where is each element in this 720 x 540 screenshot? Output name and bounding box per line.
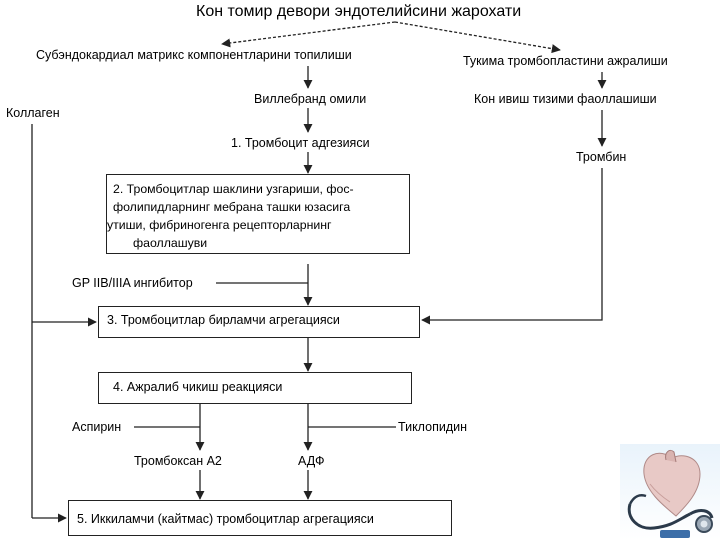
- release-reaction-label: 4. Ажралиб чикиш реакцияси: [113, 380, 283, 394]
- thrombin-to-aggregation-arrow: [421, 168, 603, 325]
- title-to-matrix-arrow: [221, 21, 396, 48]
- shape-change-line-2: фолипидларнинг мебрана ташки юзасига: [113, 200, 351, 214]
- release-reaction-box: 4. Ажралиб чикиш реакцияси: [98, 372, 412, 404]
- primary-aggregation-box: 3. Тромбоцитлар бирламчи агрегацияси: [98, 306, 420, 338]
- collagen-node: Коллаген: [6, 106, 60, 120]
- thromboplastin-node: Тукима тромбопластини ажралиши: [463, 54, 668, 68]
- diagram-title: Кон томир девори эндотелийсини жарохати: [196, 3, 522, 20]
- willebrand-node: Виллебранд омили: [254, 92, 367, 106]
- shape-change-line-1: 2. Тромбоцитлар шаклини узгариши, фос-: [113, 182, 354, 196]
- thrombin-node: Тромбин: [576, 150, 627, 164]
- adp-node: АДФ: [298, 454, 325, 468]
- heart-stethoscope-icon: [620, 444, 720, 540]
- shape-change-line-3: утиши, фибриногенга рецепторларнинг: [107, 218, 332, 232]
- shape-change-line-4: фаоллашуви: [133, 236, 208, 250]
- thromboxane-node: Тромбоксан А2: [134, 454, 222, 468]
- aspirin-node: Аспирин: [72, 420, 122, 434]
- secondary-aggregation-label: 5. Иккиламчи (кайтмас) тромбоцитлар агре…: [77, 512, 374, 526]
- ticlopidine-node: Тиклопидин: [398, 420, 467, 434]
- gp-inhibitor-node: GP IIB/IIIA ингибитор: [72, 276, 193, 290]
- adhesion-node: 1. Тромбоцит адгезияси: [231, 136, 370, 150]
- primary-aggregation-label: 3. Тромбоцитлар бирламчи агрегацияси: [107, 313, 340, 327]
- title-to-thromboplastin-arrow: [394, 21, 561, 54]
- matrix-node: Субэндокардиал матрикс компонентларини т…: [36, 48, 352, 62]
- shape-change-box: 2. Тромбоцитлар шаклини узгариши, фос- ф…: [106, 174, 410, 254]
- coagulation-node: Кон ивиш тизими фаоллашиши: [474, 92, 657, 106]
- secondary-aggregation-box: 5. Иккиламчи (кайтмас) тромбоцитлар агре…: [68, 500, 452, 536]
